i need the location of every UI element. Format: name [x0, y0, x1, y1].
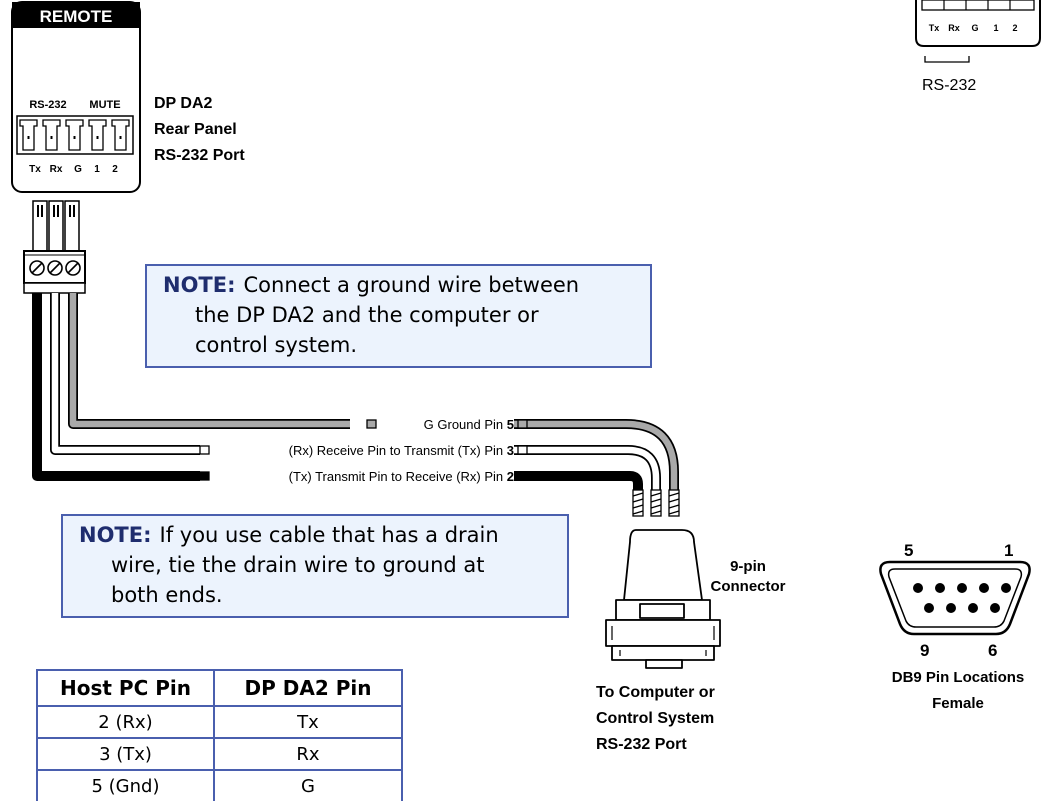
db9-face: [879, 560, 1031, 636]
table-cell: G: [213, 769, 403, 801]
inset-pin-label-tx: Tx: [929, 23, 940, 33]
device-title-line-1: DP DA2: [154, 95, 212, 112]
inset-pin-label-2: 2: [1012, 23, 1017, 33]
pin-label-rx: Rx: [50, 164, 63, 175]
table-cell: 3 (Tx): [36, 737, 215, 771]
transmit-wire: [32, 293, 643, 490]
table-cell: 2 (Rx): [36, 705, 215, 739]
drain-note: NOTE:If you use cable that has a drain w…: [61, 514, 569, 618]
table-cell: 5 (Gnd): [36, 769, 215, 801]
ground-wire-label: G Ground Pin 5: [424, 417, 514, 432]
ground-note: NOTE:Connect a ground wire between the D…: [145, 264, 652, 368]
table-header-row: Host PC Pin DP DA2 Pin: [36, 669, 403, 707]
db9-caption: DB9 Pin Locations Female: [892, 669, 1025, 712]
nine-pin-label-line-2: Connector: [711, 578, 786, 595]
db9-pin-6-label: 6: [988, 641, 997, 660]
rear-terminal-block: [16, 115, 134, 155]
receive-wire-label: (Rx) Receive Pin to Transmit (Tx) Pin 3: [289, 443, 514, 458]
wire-label-markers: [199, 419, 528, 481]
connector-caption-line-3: RS-232 Port: [596, 736, 687, 753]
table-header-host-pc-pin: Host PC Pin: [36, 669, 215, 707]
connector-caption-line-1: To Computer or: [596, 684, 715, 701]
rs232-port-label: RS-232: [29, 99, 66, 111]
inset-port-detail: Tx Rx G 1 2 RS-232: [915, 0, 1041, 94]
drain-note-keyword: NOTE:: [79, 523, 152, 547]
ground-note-keyword: NOTE:: [163, 273, 236, 297]
table-row: 2 (Rx) Tx: [36, 705, 403, 739]
remote-label: REMOTE: [40, 7, 113, 26]
captive-screw-plug: [23, 200, 86, 294]
connector-caption: To Computer or Control System RS-232 Por…: [596, 684, 715, 753]
remote-panel: REMOTE RS-232 MUTE Tx Rx G: [11, 1, 141, 193]
table-cell: Tx: [213, 705, 403, 739]
nine-pin-connector-drawing: [605, 529, 721, 669]
db9-pin-5-label: 5: [904, 541, 913, 560]
db9-pins: [913, 583, 1011, 613]
device-title: DP DA2 Rear Panel RS-232 Port: [154, 95, 245, 164]
table-header-dp-da2-pin: DP DA2 Pin: [213, 669, 403, 707]
ground-note-line-1: NOTE:Connect a ground wire between: [163, 273, 580, 297]
transmit-wire-label: (Tx) Transmit Pin to Receive (Rx) Pin 2: [289, 469, 514, 484]
table-cell: Rx: [213, 737, 403, 771]
nine-pin-label-line-1: 9-pin: [730, 558, 766, 575]
ground-note-line-3: control system.: [195, 333, 358, 357]
table-row: 5 (Gnd) G: [36, 769, 403, 801]
nine-pin-label: 9-pin Connector: [711, 558, 786, 595]
wire-ends: [632, 489, 680, 517]
cable-wires: [32, 293, 679, 490]
device-title-line-2: Rear Panel: [154, 121, 237, 138]
db9-caption-line-1: DB9 Pin Locations: [892, 669, 1025, 686]
inset-pin-label-g: G: [971, 23, 978, 33]
db9-pin-1-label: 1: [1004, 541, 1013, 560]
inset-pin-label-rx: Rx: [948, 23, 960, 33]
ground-note-line-2: the DP DA2 and the computer or: [195, 303, 539, 327]
pin-label-1: 1: [94, 164, 100, 175]
connector-caption-line-2: Control System: [596, 710, 714, 727]
inset-pin-label-1: 1: [993, 23, 998, 33]
inset-caption: RS-232: [922, 77, 976, 94]
pin-label-2: 2: [112, 164, 118, 175]
drain-note-line-1: NOTE:If you use cable that has a drain: [79, 523, 499, 547]
drain-note-line-2: wire, tie the drain wire to ground at: [111, 553, 485, 577]
mute-port-label: MUTE: [89, 99, 120, 111]
db9-pin-9-label: 9: [920, 641, 929, 660]
pin-mapping-table: Host PC Pin DP DA2 Pin 2 (Rx) Tx 3 (Tx) …: [36, 669, 403, 801]
table-row: 3 (Tx) Rx: [36, 737, 403, 771]
db9-caption-line-2: Female: [932, 695, 984, 712]
drain-note-line-3: both ends.: [111, 583, 223, 607]
device-title-line-3: RS-232 Port: [154, 147, 245, 164]
pin-label-tx: Tx: [29, 164, 41, 175]
pin-label-g: G: [74, 164, 82, 175]
